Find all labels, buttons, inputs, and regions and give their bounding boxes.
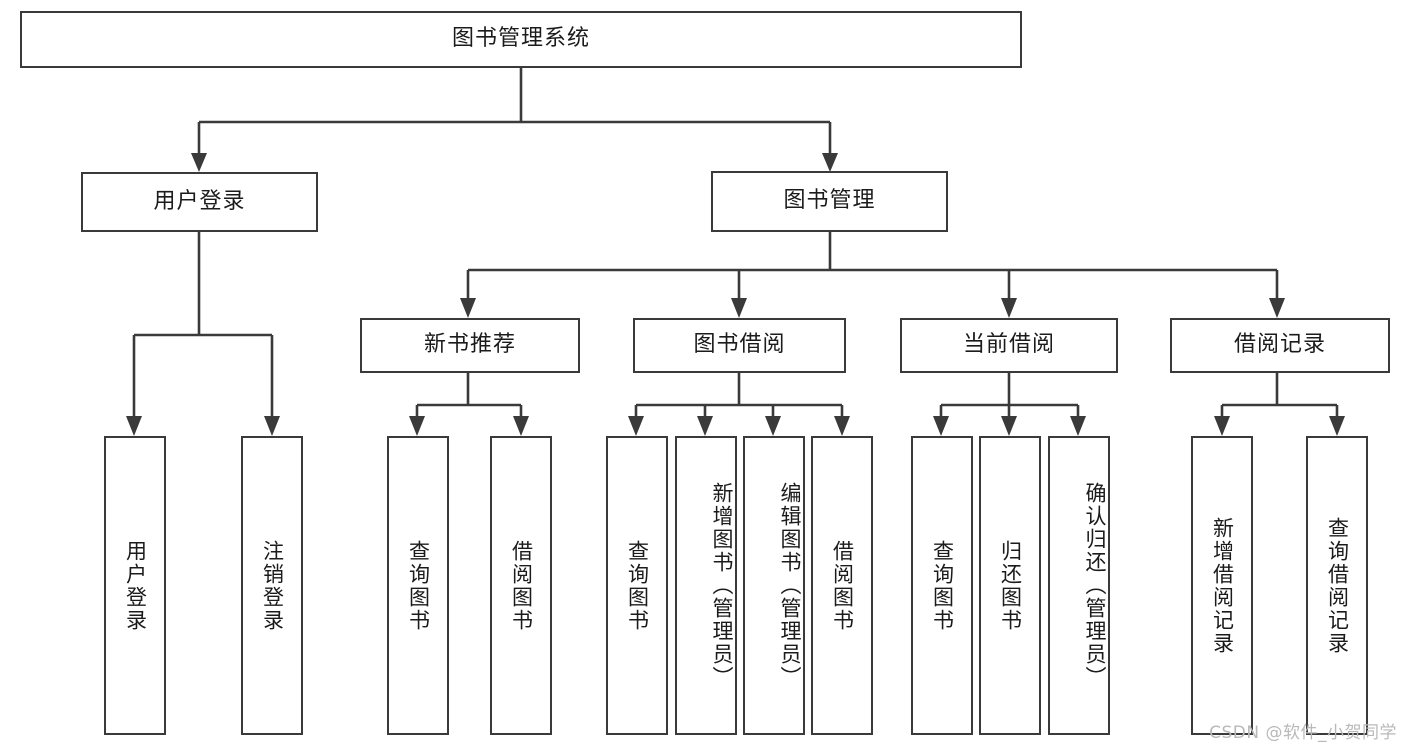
node-user-login[interactable]: 用户登录 [81, 172, 318, 232]
arrow-re-c1 [1214, 416, 1230, 436]
leaf-current-return-book[interactable]: 归还图书 [979, 436, 1041, 735]
arrow-br-c4 [834, 416, 850, 436]
arrow-user-login-c1 [126, 416, 142, 436]
leaf-current-query-book[interactable]: 查询图书 [911, 436, 973, 735]
leaf-borrow-borrow-book[interactable]: 借阅图书 [811, 436, 873, 735]
node-book-borrow[interactable]: 图书借阅 [633, 318, 846, 373]
arrow-re-c2 [1329, 416, 1345, 436]
leaf-newbook-query-book[interactable]: 查询图书 [387, 436, 449, 735]
leaf-borrow-query-book[interactable]: 查询图书 [606, 436, 668, 735]
arrow-nb-c2 [513, 416, 529, 436]
leaf-borrow-add-book-admin[interactable]: 新增图书（管理员） [675, 436, 737, 735]
arrow-bm-c3 [1001, 298, 1017, 318]
arrow-br-c1 [628, 416, 644, 436]
arrow-br-c3 [765, 416, 781, 436]
arrow-bm-c2 [731, 298, 747, 318]
node-root-system[interactable]: 图书管理系统 [20, 11, 1022, 68]
arrow-br-c2 [697, 416, 713, 436]
arrow-cu-c3 [1070, 416, 1086, 436]
arrow-cu-c2 [1001, 416, 1017, 436]
arrow-bm-c1 [460, 298, 476, 318]
arrow-book-mgmt [822, 153, 838, 172]
node-borrow-records[interactable]: 借阅记录 [1170, 318, 1390, 373]
arrow-nb-c1 [409, 416, 425, 436]
node-book-management[interactable]: 图书管理 [711, 171, 948, 232]
node-new-book-recommend[interactable]: 新书推荐 [360, 318, 580, 373]
leaf-current-confirm-return-admin[interactable]: 确认归还（管理员） [1048, 436, 1110, 735]
arrow-user-login [191, 153, 207, 172]
arrow-bm-c4 [1269, 298, 1285, 318]
leaf-borrow-edit-book-admin[interactable]: 编辑图书（管理员） [743, 436, 805, 735]
node-current-borrow[interactable]: 当前借阅 [900, 318, 1118, 373]
leaf-newbook-borrow-book[interactable]: 借阅图书 [490, 436, 552, 735]
leaf-records-add-record[interactable]: 新增借阅记录 [1191, 436, 1253, 735]
leaf-records-query-record[interactable]: 查询借阅记录 [1306, 436, 1368, 735]
leaf-user-login[interactable]: 用户登录 [104, 436, 166, 735]
leaf-user-logout[interactable]: 注销登录 [241, 436, 303, 735]
arrow-cu-c1 [933, 416, 949, 436]
arrow-user-login-c2 [264, 416, 280, 436]
